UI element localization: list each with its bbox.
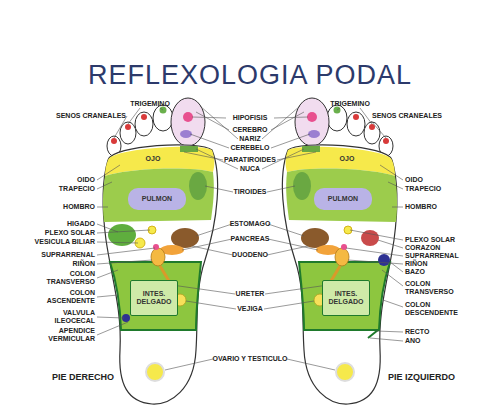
organ-label: RIÑON	[72, 260, 95, 268]
organ-label: COLON ASCENDENTE	[45, 289, 95, 305]
organ-label: TIROIDES	[190, 188, 310, 196]
leader-lines	[97, 106, 403, 370]
organ-label: HOMBRO	[63, 203, 95, 211]
zone-name: PULMON	[328, 195, 358, 203]
organ-label: OIDO	[77, 176, 95, 184]
zone-name: INTES. DELGADO	[323, 290, 369, 306]
organ-label: BAZO	[405, 268, 425, 276]
zone-area: PULMON	[128, 188, 186, 210]
organ-label: HOMBRO	[405, 203, 437, 211]
organ-label: PLEXO SOLAR	[45, 229, 95, 237]
organ-label: CORAZON	[405, 244, 440, 252]
zone-area: INTES. DELGADO	[322, 280, 370, 316]
organ-label: VEJIGA	[190, 305, 310, 313]
zone-name: PULMON	[142, 195, 172, 203]
organ-label: OIDO	[405, 176, 423, 184]
chart-title: REFLEXOLOGIA PODAL	[0, 60, 500, 91]
zone-name: OJO	[146, 155, 161, 163]
right-foot	[103, 98, 218, 404]
organ-label: COLON TRANSVERSO	[405, 280, 455, 296]
organ-label: ESTOMAGO	[190, 220, 310, 228]
organ-label: CEREBELO	[190, 144, 310, 152]
organ-label: SENOS CRANEALES	[56, 112, 126, 120]
left-foot	[282, 98, 397, 404]
organ-label: NARIZ	[190, 135, 310, 143]
organ-spots	[108, 224, 390, 338]
organ-label: ANO	[405, 337, 421, 345]
foot-caption: PIE DERECHO	[52, 372, 114, 383]
organ-label: TRAPECIO	[59, 185, 95, 193]
organ-label: TRAPECIO	[405, 185, 441, 193]
organ-label: PLEXO SOLAR	[405, 236, 455, 244]
organ-label: DUODENO	[190, 251, 310, 259]
zone-area: PULMON	[314, 188, 372, 210]
organ-label: HIPOFISIS	[190, 114, 310, 122]
organ-label: URETER	[190, 290, 310, 298]
foot-caption: PIE IZQUIERDO	[388, 372, 455, 383]
organ-label: HIGADO	[67, 220, 95, 228]
organ-label: OVARIO Y TESTICULO	[190, 355, 310, 363]
organ-label: SUPRARRENAL	[405, 252, 459, 260]
organ-label: TRIGEMINO	[90, 100, 210, 108]
zone-name: OJO	[340, 155, 355, 163]
zone-area: OJO	[138, 153, 168, 164]
organ-label: CEREBRO	[190, 126, 310, 134]
organ-label: PARATIROIDES	[190, 156, 310, 164]
zone-area: INTES. DELGADO	[130, 280, 178, 316]
organ-label: TRIGEMINO	[290, 100, 410, 108]
organ-label: SENOS CRANEALES	[372, 112, 442, 120]
organ-label: RIÑON	[405, 260, 428, 268]
zone-area: OJO	[332, 153, 362, 164]
organ-label: APENDICE VERMICULAR	[45, 327, 95, 343]
organ-label: PANCREAS	[190, 235, 310, 243]
organ-label: VESICULA BILIAR	[35, 238, 95, 246]
organ-label: COLON DESCENDENTE	[405, 301, 459, 317]
organ-label: COLON TRANSVERSO	[45, 270, 95, 286]
zone-name: INTES. DELGADO	[131, 290, 177, 306]
organ-label: RECTO	[405, 328, 429, 336]
organ-label: VALVULA ILEOCECAL	[50, 309, 95, 325]
organ-label: NUCA	[190, 165, 310, 173]
organ-label: SUPRARRENAL	[41, 251, 95, 259]
